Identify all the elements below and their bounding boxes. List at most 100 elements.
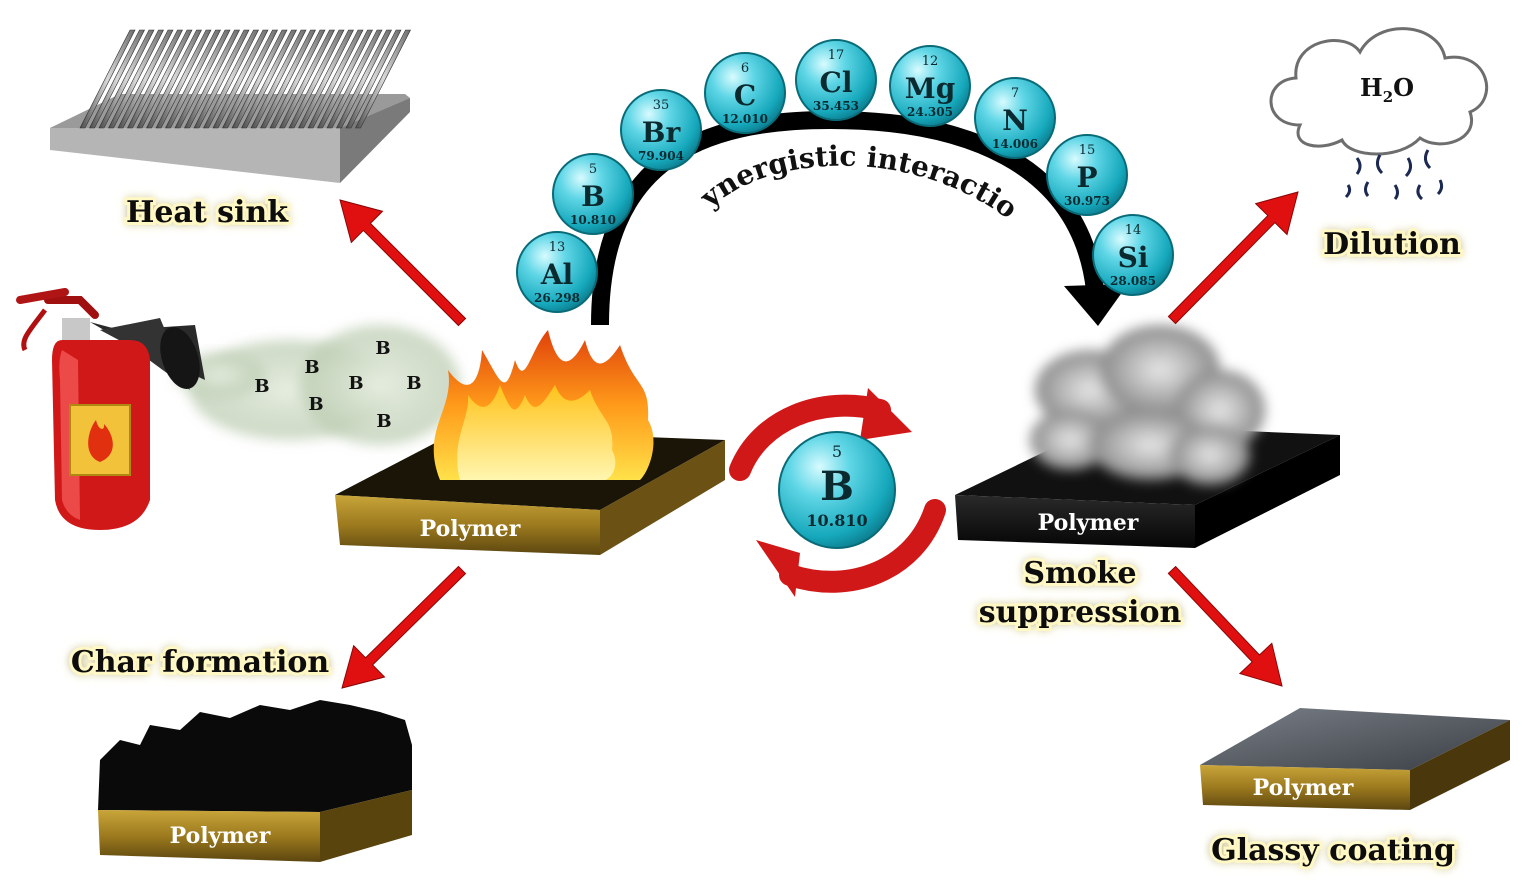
- glassy-polymer-block: [1200, 708, 1510, 810]
- heat-sink-fin: [307, 29, 364, 129]
- element-sphere-circle: [1092, 214, 1174, 296]
- heat-sink-fin: [250, 29, 307, 129]
- spray-letter-b: B: [254, 376, 269, 397]
- heat-sink-fin: [222, 29, 278, 129]
- element-symbol: P: [1076, 161, 1097, 194]
- heat-sink-fin: [231, 29, 288, 129]
- spray-letter-b: B: [304, 357, 319, 378]
- element-sphere-circle: [516, 231, 598, 313]
- spray-letter-b: B: [375, 338, 390, 359]
- heat-sink-fin: [279, 29, 335, 129]
- element-mass: 35.453: [813, 99, 859, 113]
- heat-sink-fin: [155, 29, 212, 129]
- element-sphere-circle: [1046, 134, 1128, 216]
- heat-sink-fin: [136, 29, 193, 129]
- heat-sink-label: Heat sink: [126, 195, 289, 230]
- heat-sink-fin: [146, 29, 202, 129]
- smoke-suppression-label-2: suppression: [979, 595, 1182, 630]
- element-number: 15: [1079, 143, 1096, 158]
- element-number: 35: [653, 98, 670, 113]
- element-number: 13: [549, 240, 566, 255]
- red-arrow: [1167, 191, 1299, 325]
- element-number: 17: [828, 48, 845, 63]
- glassy-polymer-label: Polymer: [1253, 775, 1354, 801]
- element-number: 7: [1011, 86, 1019, 101]
- heat-sink-illustration: [50, 29, 411, 183]
- spray-letter-b: B: [348, 373, 363, 394]
- smoking-polymer-block: [955, 325, 1340, 548]
- fire-extinguisher-icon: [16, 288, 460, 530]
- heat-sink-fin: [184, 29, 240, 129]
- heat-sink-fin: [203, 29, 259, 129]
- heat-sink-fin: [326, 29, 383, 129]
- element-mass: 14.006: [992, 137, 1038, 151]
- red-arrow: [339, 199, 467, 327]
- synergy-arrow-head: [1064, 284, 1128, 326]
- element-sphere-circle: [704, 52, 786, 134]
- heat-sink-fin: [260, 29, 316, 129]
- element-symbol: Cl: [820, 66, 853, 99]
- smoke-suppression-label-1: Smoke: [1023, 556, 1136, 591]
- dilution-label: Dilution: [1323, 227, 1461, 262]
- heat-sink-fin: [117, 29, 174, 129]
- element-sphere-circle: [974, 77, 1056, 159]
- heat-sink-fin: [127, 29, 183, 129]
- glassy-coating-label: Glassy coating: [1211, 833, 1455, 868]
- element-symbol: Mg: [905, 72, 956, 105]
- element-sphere-circle: [620, 89, 702, 171]
- element-sphere-circle: [795, 39, 877, 121]
- heat-sink-fin: [98, 29, 155, 129]
- center-sphere-circle: [778, 431, 896, 549]
- cloud-icon: [1269, 27, 1488, 201]
- char-polymer-label: Polymer: [170, 823, 271, 849]
- element-arc: 13Al26.2985B10.81035Br79.9046C12.01017Cl…: [516, 39, 1174, 313]
- cycle-arrows: [729, 388, 946, 597]
- element-mass: 28.085: [1110, 274, 1156, 288]
- heat-sink-fin: [89, 29, 145, 129]
- char-polymer-block: [98, 700, 412, 862]
- heat-sink-fin: [298, 29, 354, 129]
- heat-sink-fin: [288, 29, 345, 129]
- element-number: 12: [922, 54, 939, 69]
- element-sphere-circle: [552, 153, 634, 235]
- water-formula: H2O: [1360, 73, 1414, 106]
- burning-polymer-block: [335, 330, 725, 555]
- element-sphere-circle: [889, 45, 971, 127]
- red-arrows: [339, 191, 1299, 689]
- heat-sink-fin: [79, 29, 136, 129]
- smoke-icon: [1030, 325, 1265, 485]
- element-number: 6: [741, 61, 749, 76]
- heat-sink-fin: [355, 29, 411, 129]
- element-mass: 12.010: [722, 112, 768, 126]
- red-arrow: [1167, 565, 1283, 687]
- heat-sink-fin: [193, 29, 250, 129]
- element-symbol: C: [734, 79, 756, 112]
- burning-polymer-label: Polymer: [420, 516, 521, 542]
- element-symbol: B: [581, 180, 605, 213]
- element-mass: 79.904: [638, 149, 684, 163]
- heat-sink-fin: [174, 29, 231, 129]
- element-number: 5: [589, 162, 597, 177]
- element-symbol: Al: [540, 258, 573, 291]
- center-element-symbol: B: [820, 463, 854, 510]
- element-symbol: Si: [1118, 241, 1149, 274]
- center-element-mass: 10.810: [806, 511, 867, 530]
- element-mass: 24.305: [907, 105, 953, 119]
- fire-icon: [433, 330, 654, 480]
- element-mass: 26.298: [534, 291, 580, 305]
- element-symbol: Br: [642, 116, 682, 149]
- heat-sink-fin: [345, 29, 402, 129]
- element-symbol: N: [1002, 104, 1028, 137]
- center-element-number: 5: [832, 442, 842, 461]
